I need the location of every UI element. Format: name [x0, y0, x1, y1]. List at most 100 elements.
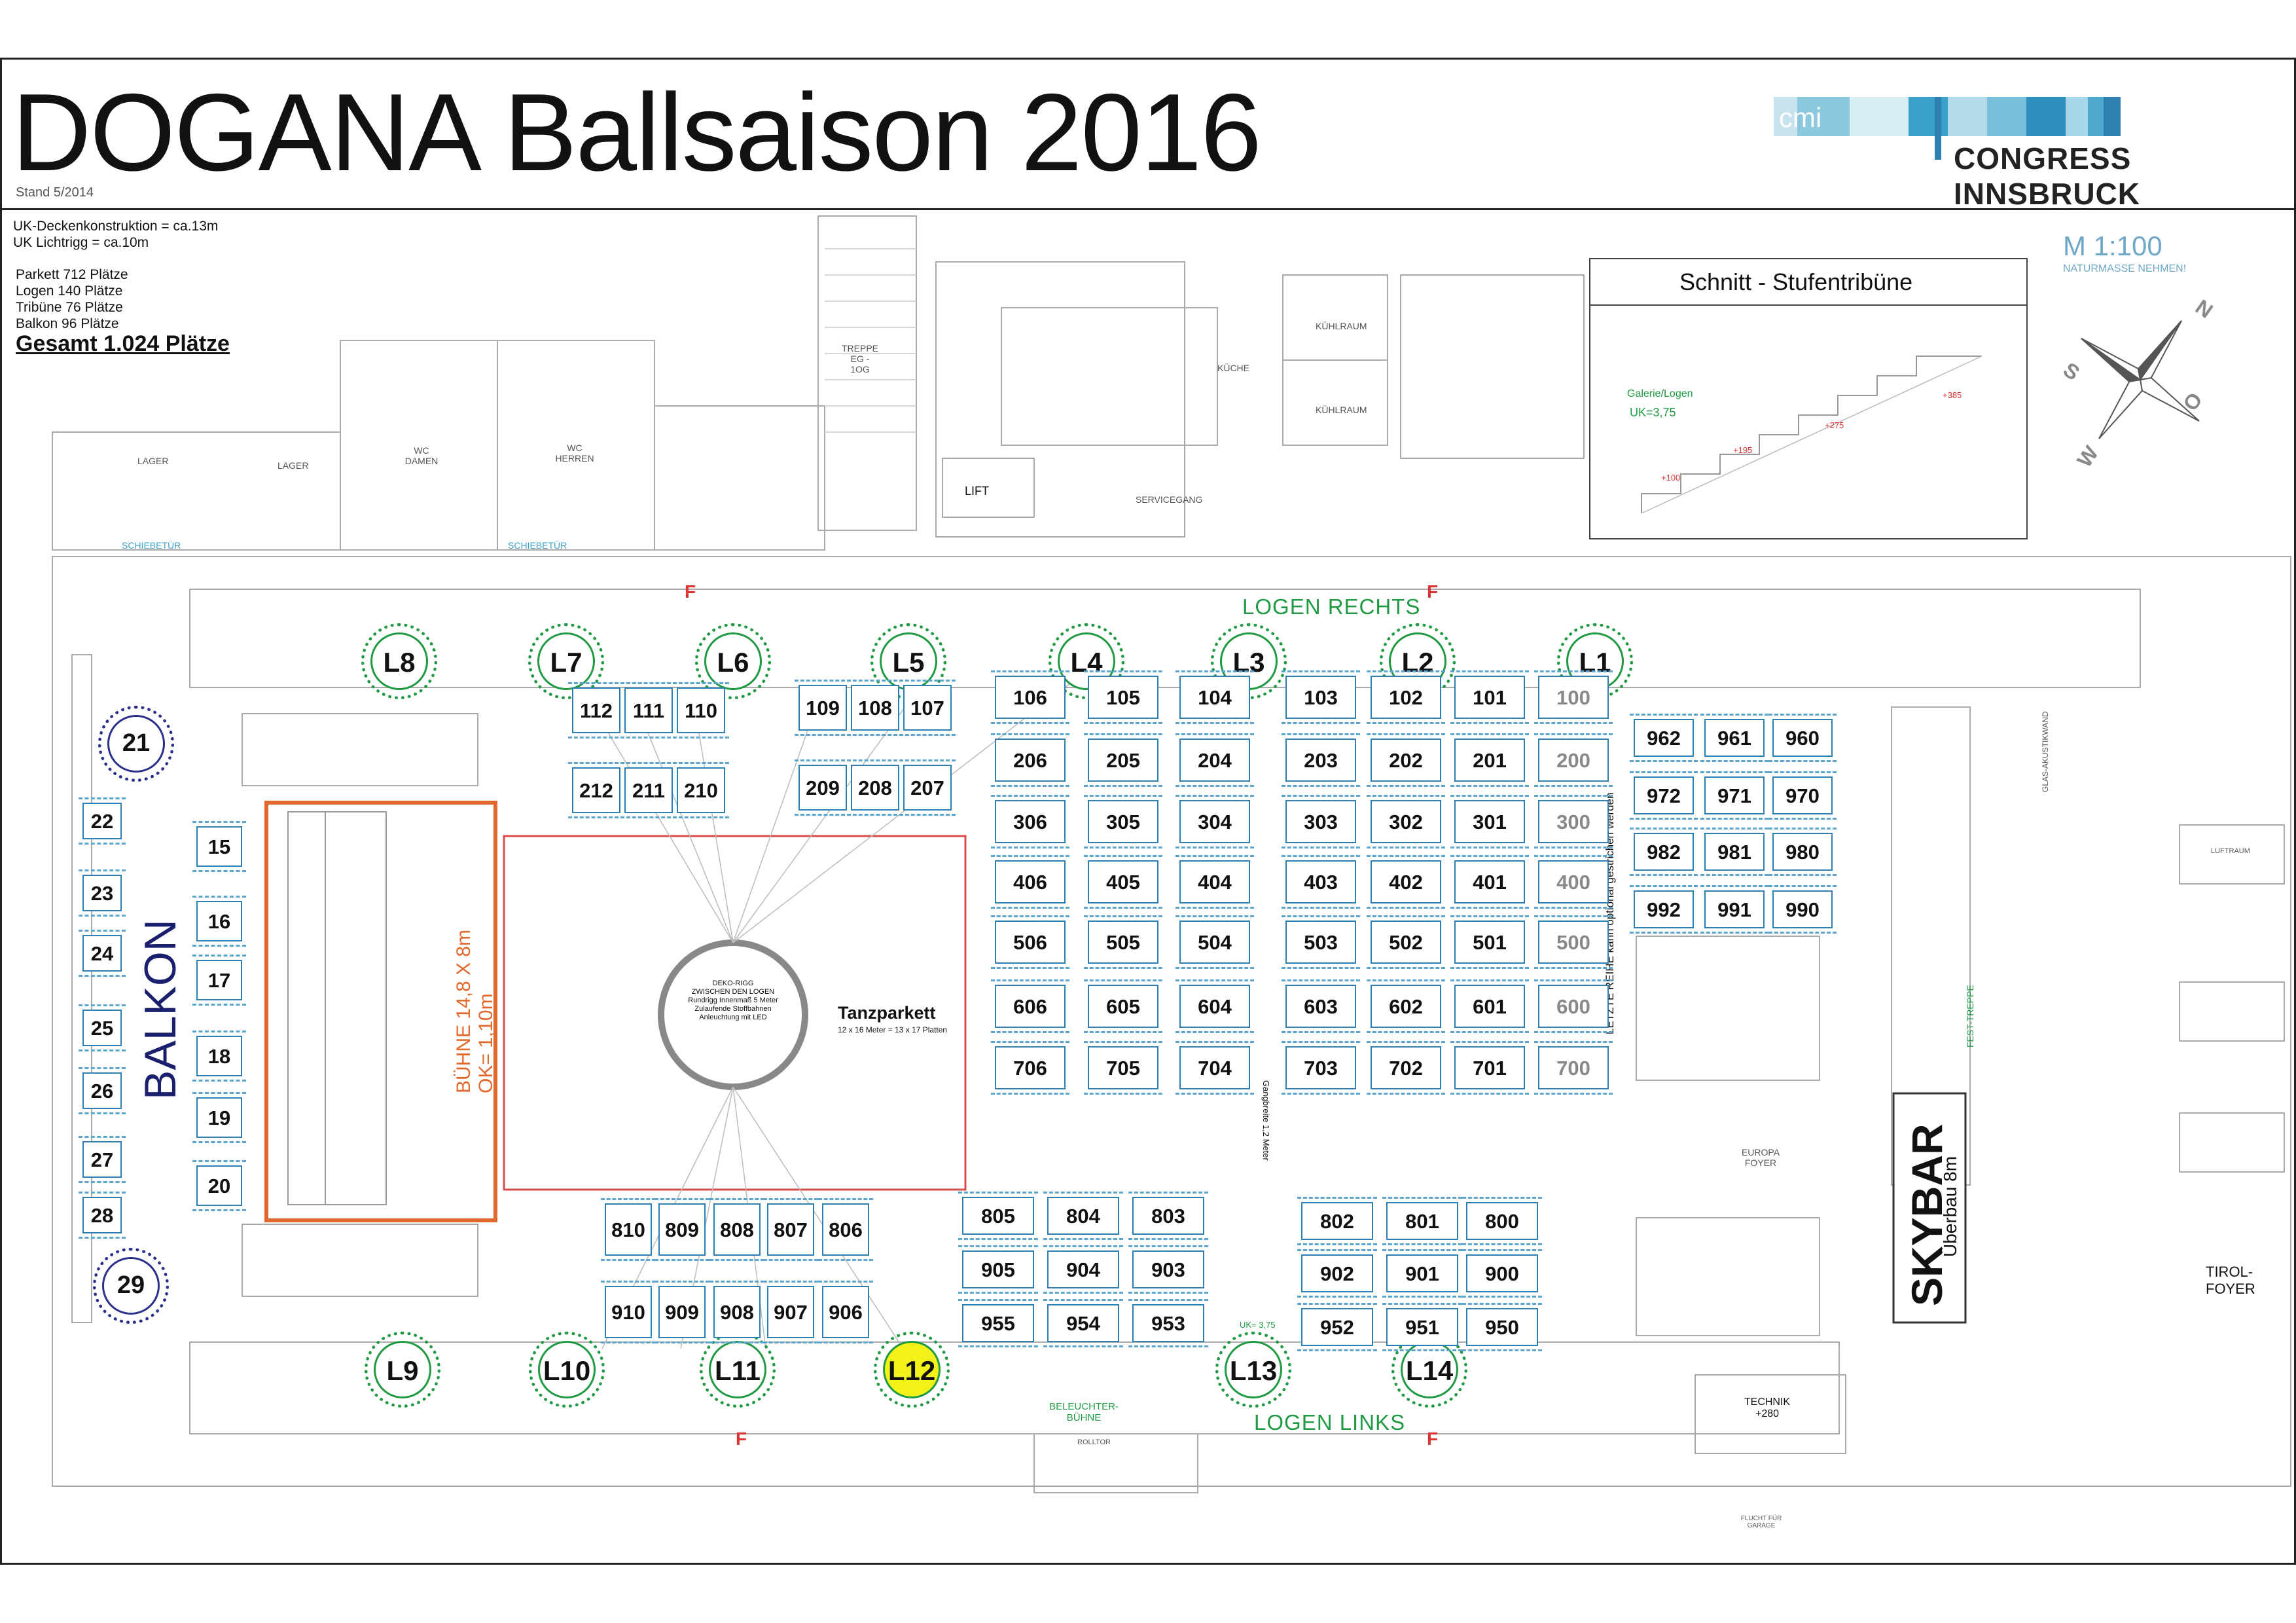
table-901[interactable]: [1386, 1254, 1458, 1292]
table-302[interactable]: [1371, 800, 1441, 843]
table-810[interactable]: [605, 1203, 652, 1256]
table-601[interactable]: [1454, 985, 1525, 1028]
table-25[interactable]: [82, 1010, 122, 1046]
table-208[interactable]: [851, 765, 899, 811]
table-211[interactable]: [624, 767, 673, 813]
table-304[interactable]: [1179, 800, 1250, 843]
table-600[interactable]: [1538, 985, 1609, 1028]
table-28[interactable]: [82, 1197, 122, 1233]
table-808[interactable]: [713, 1203, 761, 1256]
table-802[interactable]: [1301, 1202, 1373, 1240]
table-104[interactable]: [1179, 676, 1250, 719]
table-704[interactable]: [1179, 1046, 1250, 1089]
table-L8[interactable]: [370, 632, 428, 690]
table-702[interactable]: [1371, 1046, 1441, 1089]
table-401[interactable]: [1454, 860, 1525, 903]
table-16[interactable]: [196, 901, 242, 941]
table-L12[interactable]: [883, 1341, 941, 1398]
table-206[interactable]: [995, 739, 1066, 782]
table-606[interactable]: [995, 985, 1066, 1028]
table-506[interactable]: [995, 921, 1066, 964]
table-906[interactable]: [822, 1286, 869, 1338]
table-502[interactable]: [1371, 921, 1441, 964]
table-24[interactable]: [82, 935, 122, 972]
table-501[interactable]: [1454, 921, 1525, 964]
table-805[interactable]: [962, 1197, 1034, 1235]
table-801[interactable]: [1386, 1202, 1458, 1240]
table-112[interactable]: [572, 687, 620, 733]
table-L10[interactable]: [538, 1341, 596, 1398]
table-209[interactable]: [798, 765, 847, 811]
table-103[interactable]: [1285, 676, 1356, 719]
table-971[interactable]: [1704, 776, 1765, 814]
table-20[interactable]: [196, 1165, 242, 1206]
table-19[interactable]: [196, 1097, 242, 1138]
table-305[interactable]: [1088, 800, 1158, 843]
table-504[interactable]: [1179, 921, 1250, 964]
table-403[interactable]: [1285, 860, 1356, 903]
table-300[interactable]: [1538, 800, 1609, 843]
table-405[interactable]: [1088, 860, 1158, 903]
table-908[interactable]: [713, 1286, 761, 1338]
table-953[interactable]: [1132, 1304, 1204, 1342]
table-803[interactable]: [1132, 1197, 1204, 1235]
table-108[interactable]: [851, 685, 899, 731]
table-955[interactable]: [962, 1304, 1034, 1342]
table-202[interactable]: [1371, 739, 1441, 782]
table-800[interactable]: [1466, 1202, 1538, 1240]
table-950[interactable]: [1466, 1308, 1538, 1346]
table-109[interactable]: [798, 685, 847, 731]
table-980[interactable]: [1772, 833, 1833, 871]
table-954[interactable]: [1047, 1304, 1119, 1342]
table-700[interactable]: [1538, 1046, 1609, 1089]
table-982[interactable]: [1634, 833, 1694, 871]
table-105[interactable]: [1088, 676, 1158, 719]
table-706[interactable]: [995, 1046, 1066, 1089]
table-210[interactable]: [677, 767, 725, 813]
table-110[interactable]: [677, 687, 725, 733]
table-992[interactable]: [1634, 890, 1694, 928]
table-212[interactable]: [572, 767, 620, 813]
table-201[interactable]: [1454, 739, 1525, 782]
table-402[interactable]: [1371, 860, 1441, 903]
table-960[interactable]: [1772, 719, 1833, 757]
table-L13[interactable]: [1225, 1341, 1282, 1398]
table-990[interactable]: [1772, 890, 1833, 928]
table-701[interactable]: [1454, 1046, 1525, 1089]
table-962[interactable]: [1634, 719, 1694, 757]
table-301[interactable]: [1454, 800, 1525, 843]
table-205[interactable]: [1088, 739, 1158, 782]
table-604[interactable]: [1179, 985, 1250, 1028]
table-902[interactable]: [1301, 1254, 1373, 1292]
table-904[interactable]: [1047, 1250, 1119, 1288]
table-981[interactable]: [1704, 833, 1765, 871]
table-505[interactable]: [1088, 921, 1158, 964]
table-306[interactable]: [995, 800, 1066, 843]
table-605[interactable]: [1088, 985, 1158, 1028]
table-111[interactable]: [624, 687, 673, 733]
table-909[interactable]: [658, 1286, 706, 1338]
table-500[interactable]: [1538, 921, 1609, 964]
table-23[interactable]: [82, 875, 122, 911]
table-809[interactable]: [658, 1203, 706, 1256]
table-900[interactable]: [1466, 1254, 1538, 1292]
table-503[interactable]: [1285, 921, 1356, 964]
table-15[interactable]: [196, 826, 242, 867]
table-961[interactable]: [1704, 719, 1765, 757]
table-903[interactable]: [1132, 1250, 1204, 1288]
table-100[interactable]: [1538, 676, 1609, 719]
table-106[interactable]: [995, 676, 1066, 719]
table-703[interactable]: [1285, 1046, 1356, 1089]
table-991[interactable]: [1704, 890, 1765, 928]
table-910[interactable]: [605, 1286, 652, 1338]
table-970[interactable]: [1772, 776, 1833, 814]
table-107[interactable]: [903, 685, 952, 731]
table-806[interactable]: [822, 1203, 869, 1256]
table-29[interactable]: [102, 1257, 160, 1315]
table-101[interactable]: [1454, 676, 1525, 719]
table-406[interactable]: [995, 860, 1066, 903]
table-602[interactable]: [1371, 985, 1441, 1028]
table-200[interactable]: [1538, 739, 1609, 782]
table-972[interactable]: [1634, 776, 1694, 814]
table-L6[interactable]: [704, 632, 762, 690]
